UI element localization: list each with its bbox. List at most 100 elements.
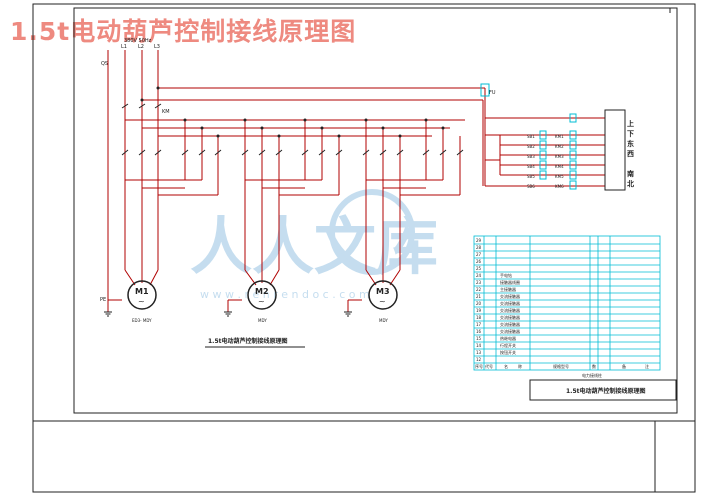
hdr-remark2: 注 [645,363,649,369]
motor-m1: M1 ~ ED3- MDY [127,280,157,323]
row-num-9: 21 [476,294,482,299]
pendant-north: 北 [627,179,634,188]
fuse-symbol [480,83,490,97]
parts-table-row-numbers: 29 28 27 26 25 24 23 22 21 20 19 18 17 1… [476,238,482,362]
pendant-down: 下 [627,130,634,138]
item-12: 按钮开关 [500,349,516,355]
item-1: 手电钻 [500,272,512,278]
watermark: 人人文库 w w w . r e n r e n d o c . c o m [190,189,438,301]
motor-m3-rating: MDY [379,318,388,323]
item-4: 交流接触器 [500,293,520,299]
row-num-10: 20 [476,301,482,306]
hdr-name1: 名 [504,363,508,369]
hdr-spec: 规格型号 [553,363,569,369]
item-3: 主接触器 [500,286,516,292]
parts-footer-label: 电力接线柱 [582,372,602,378]
outer-frame [32,3,696,493]
watermark-url: w w w . r e n r e n d o c . c o m [200,288,370,301]
row-num-11: 19 [476,308,482,313]
title-block-text: 1.5t电动葫芦控制接线原理图 [566,387,646,395]
pendant-south: 南 [627,169,634,178]
label-qs: QS [101,61,108,67]
motor-m1-rating: ED3- MDY [132,318,152,323]
row-num-12: 18 [476,315,482,320]
motor-m3-label: M3 [376,287,390,296]
km-label-3: KM3 [555,154,564,159]
btn-label-1: SB1 [527,134,535,139]
pendant-east: 东 [627,139,634,148]
hdr-name2: 称 [518,363,522,369]
btn-label-3: SB3 [527,154,535,159]
row-num-16: 14 [476,343,482,348]
hdr-qty: 数 [592,363,596,369]
motor-m2-symbol: ~ [258,297,265,306]
pendant-up: 上 [627,119,634,128]
control-circuit [485,117,605,187]
hdr-seq: 序号 [475,363,483,369]
row-num-17: 13 [476,350,482,355]
row-num-7: 23 [476,280,482,285]
item-6: 交流接触器 [500,307,520,313]
hdr-remark1: 备 [622,363,626,369]
motor-m3-symbol: ~ [379,297,386,306]
item-7: 交流接触器 [500,314,520,320]
item-10: 热继电器 [500,335,516,341]
btn-label-4: SB4 [527,164,535,169]
control-coils [539,113,577,190]
row-num-6: 24 [476,273,482,278]
label-pe: PE [100,297,106,303]
item-8: 交流接触器 [500,321,520,327]
label-km: KM [162,109,170,115]
km-label-5: KM5 [555,174,564,179]
page-title: 1.5t电动葫芦控制接线原理图 [10,17,357,46]
btn-label-2: SB2 [527,144,535,149]
motor-m2-label: M2 [255,287,269,296]
row-num-18: 12 [476,357,482,362]
row-num-13: 17 [476,322,482,327]
km-label-1: KM1 [555,134,564,139]
title-block [529,379,677,401]
row-num-14: 16 [476,329,482,334]
item-11: 行程开关 [500,342,516,348]
btn-label-6: SB6 [527,184,535,189]
motor-m3: M3 ~ MDY [368,280,398,323]
row-num-3: 27 [476,252,482,257]
km-label-2: KM2 [555,144,564,149]
item-9: 交流接触器 [500,328,520,334]
contact-marks [121,103,464,156]
parts-table [473,235,661,371]
item-5: 交流接触器 [500,300,520,306]
circuit-caption: 1.5t电动葫芦控制接线原理图 [208,337,288,345]
row-num-1: 29 [476,238,482,243]
km-label-4: KM4 [555,164,564,169]
motor-m1-symbol: ~ [138,297,145,306]
pendant-box [604,109,626,191]
item-2: 接触器线圈 [500,279,520,285]
row-num-15: 15 [476,336,482,341]
parts-table-header: 序号 代号 名 称 规格型号 数 备 注 [475,363,649,369]
row-num-5: 25 [476,266,482,271]
label-fu: FU [489,90,496,96]
label-l2: L2 [138,44,144,50]
motor-m1-label: M1 [135,287,149,296]
row-num-2: 28 [476,245,482,250]
inner-frame [73,7,678,414]
control-button-labels: SB1 SB2 SB3 SB4 SB5 SB6 KM1 KM2 KM3 KM4 … [527,134,564,189]
hdr-code: 代号 [485,363,493,369]
label-l3: L3 [154,44,160,50]
junction-dots [140,86,445,138]
parts-table-items: 手电钻 接触器线圈 主接触器 交流接触器 交流接触器 交流接触器 交流接触器 交… [500,272,520,355]
watermark-logo [329,189,415,275]
ground-symbols [104,311,352,317]
row-num-8: 22 [476,287,482,292]
pendant-west: 西 [627,150,634,158]
power-label: 380V 50Hz [124,38,152,44]
row-num-4: 26 [476,259,482,264]
km-label-6: KM6 [555,184,564,189]
btn-label-5: SB5 [527,174,535,179]
label-l1: L1 [121,44,127,50]
watermark-text: 人人文库 [190,210,438,283]
motor-m2-rating: MDY [258,318,267,323]
pendant-labels: 上 下 东 西 南 北 [627,119,634,188]
